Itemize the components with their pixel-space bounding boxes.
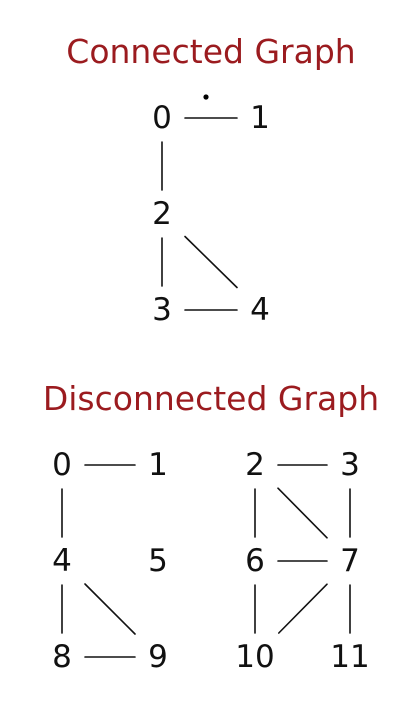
dg-edge-2-7	[277, 487, 328, 539]
dg-edge-4-9	[84, 583, 136, 635]
dg-node-1: 1	[148, 447, 168, 483]
dg-node-0: 0	[52, 447, 72, 483]
dg-node-5: 5	[148, 543, 168, 579]
dg-node-8: 8	[52, 639, 72, 675]
dg-node-9: 9	[148, 639, 168, 675]
cg-node-4: 4	[250, 292, 270, 328]
disconnected-graph-edges	[61, 464, 351, 658]
dg-node-10: 10	[235, 639, 274, 675]
disconnected-graph: Disconnected Graph 0 1 2 3 4 5 6 7 8 9 10 11	[43, 379, 379, 675]
dg-node-3: 3	[340, 447, 360, 483]
cg-node-0: 0	[152, 100, 172, 136]
cg-edge-2-4	[184, 235, 238, 289]
disconnected-graph-nodes: 0 1 2 3 4 5 6 7 8 9 10 11	[52, 447, 370, 675]
connected-graph: Connected Graph 0 1 2 3 4	[66, 32, 355, 328]
cg-node-2: 2	[152, 196, 172, 232]
cursor-dot	[203, 94, 209, 100]
dg-node-2: 2	[245, 447, 265, 483]
disconnected-graph-title: Disconnected Graph	[43, 379, 379, 418]
dg-node-4: 4	[52, 543, 72, 579]
dg-node-7: 7	[340, 543, 360, 579]
connected-graph-nodes: 0 1 2 3 4	[152, 100, 270, 328]
dg-node-11: 11	[330, 639, 369, 675]
cg-node-1: 1	[250, 100, 270, 136]
dg-node-6: 6	[245, 543, 265, 579]
cg-node-3: 3	[152, 292, 172, 328]
dg-edge-7-10	[277, 583, 328, 634]
connected-graph-edges	[161, 117, 238, 311]
connected-graph-title: Connected Graph	[66, 32, 355, 71]
